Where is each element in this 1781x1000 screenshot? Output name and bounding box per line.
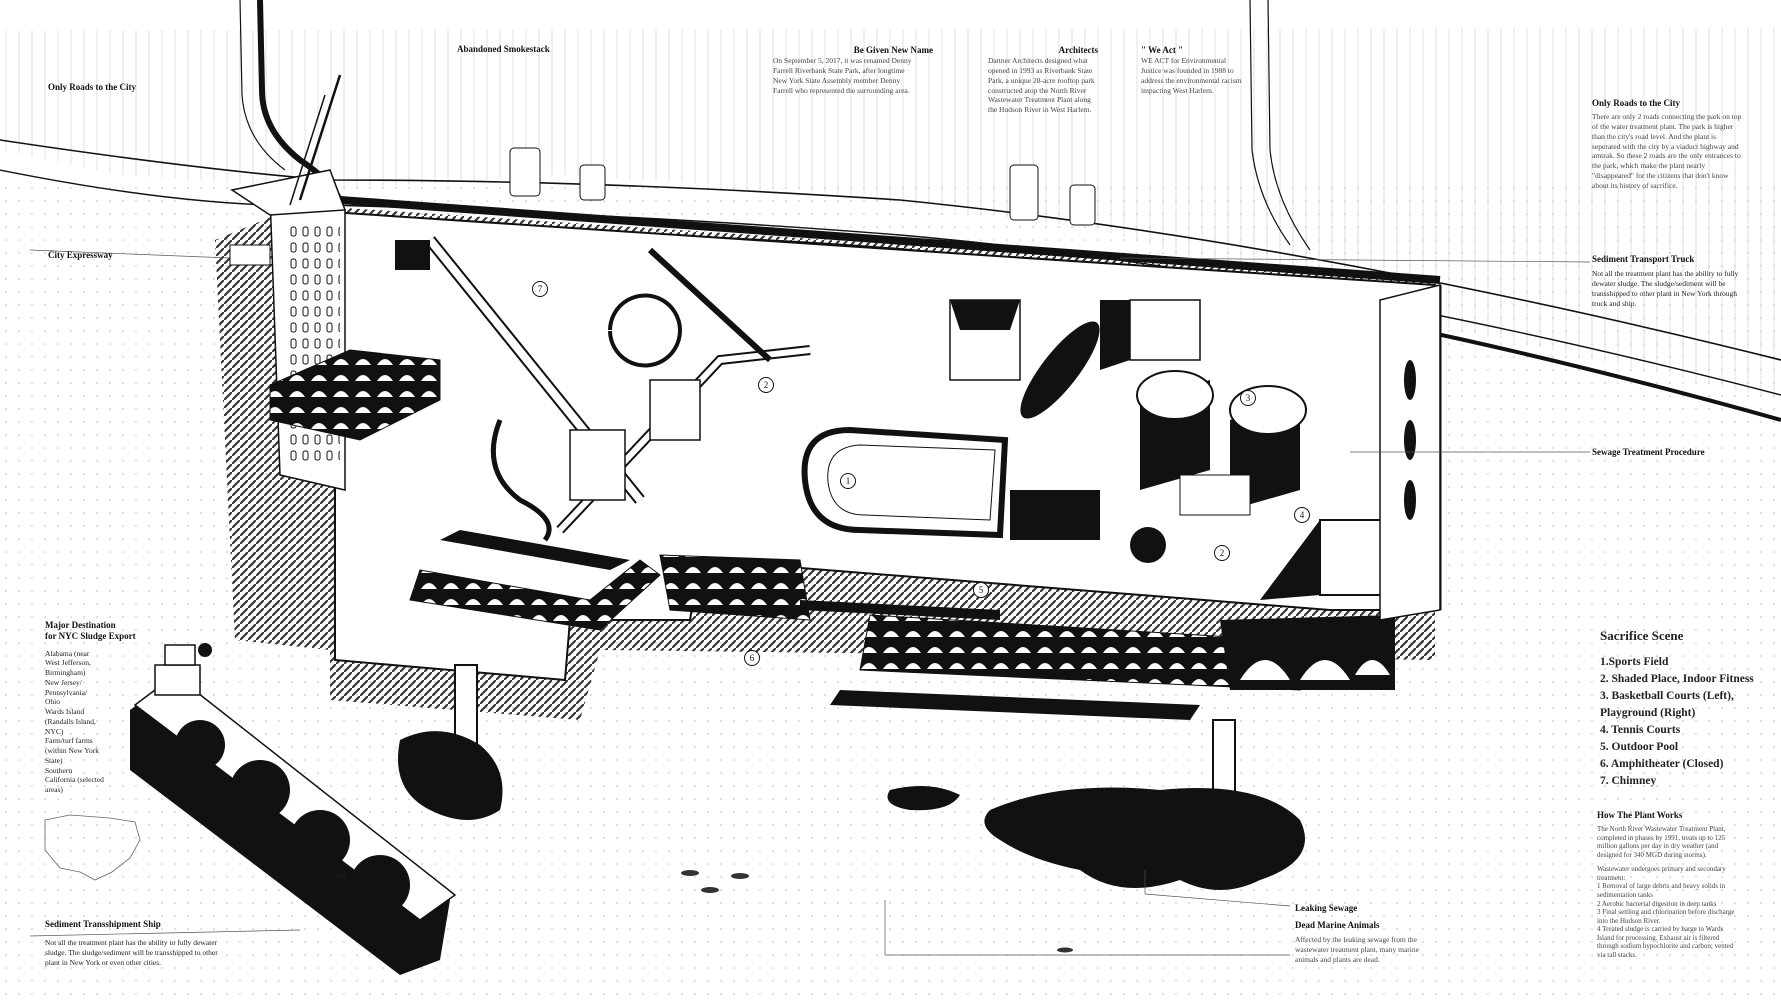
scene-number-2: 2	[758, 377, 774, 393]
ship-body: Not all the treatment plant has the abil…	[45, 938, 218, 967]
circle-plaza	[608, 293, 682, 368]
plant-works-body: The North River Wastewater Treatment Pla…	[1597, 825, 1735, 959]
platform-rim	[339, 196, 1441, 284]
sacrifice-item: 2. Shaded Place, Indoor Fitness	[1600, 673, 1754, 686]
ship-mark: BS	[336, 872, 346, 881]
pool-edge	[800, 600, 1000, 620]
us-map-outline	[44, 814, 141, 881]
sacrifice-item: 5. Outdoor Pool	[1600, 741, 1679, 754]
arcade-block-center	[659, 554, 811, 621]
sediment-ship	[130, 643, 457, 975]
sewage-procedure-label: Sewage Treatment Procedure	[1592, 447, 1705, 457]
dead-animals-title: Dead Marine Animals	[1295, 920, 1380, 930]
road-curve-left-inner	[239, 0, 286, 171]
curved-path	[490, 419, 552, 542]
smokestack-2	[289, 94, 326, 206]
sediment-truck-note: Sediment Transport Truck Not all the tre…	[1592, 254, 1762, 308]
sacrifice-item: 6. Amphitheater (Closed)	[1600, 758, 1724, 771]
sediment-truck-body: Not all the treatment plant has the abil…	[1592, 269, 1739, 308]
scene-number-4: 4	[1294, 507, 1310, 523]
only-roads-right-note: Only Roads to the City There are only 2 …	[1592, 98, 1752, 190]
sacrifice-list: 1.Sports Field 2. Shaded Place, Indoor F…	[1600, 654, 1775, 790]
plant-works-panel: How The Plant Works The North River Wast…	[1597, 810, 1772, 959]
leader-lines	[29, 249, 1591, 956]
sacrifice-title: Sacrifice Scene	[1600, 628, 1684, 643]
end-arch-2	[1404, 420, 1416, 460]
sacrifice-item: 1.Sports Field	[1600, 656, 1669, 669]
ramp-3	[647, 247, 773, 363]
end-arch-3	[1404, 480, 1416, 520]
new-name-title: Be Given New Name	[853, 45, 933, 55]
arcade-block-long2	[830, 690, 1200, 720]
arcade-block-mid2	[440, 530, 630, 570]
big-arch-3	[1355, 660, 1390, 675]
block-mid-1-dark	[950, 300, 1020, 330]
scene-number-5: 5	[973, 582, 989, 598]
scene-number-7: 7	[532, 281, 548, 297]
sediment-truck-title: Sediment Transport Truck	[1592, 254, 1695, 264]
only-roads-right-body: There are only 2 roads connecting the pa…	[1592, 112, 1742, 190]
big-arch-2	[1300, 660, 1350, 680]
dead-fish	[681, 870, 1073, 953]
sacrifice-item: 7. Chimney	[1600, 775, 1657, 788]
block-right-1	[1129, 299, 1201, 361]
arcade-block-left	[269, 349, 441, 441]
sewage-leak-big	[984, 787, 1305, 890]
new-name-note: Be Given New Name On September 5, 2017, …	[773, 45, 933, 95]
city-expressway-label: City Expressway	[48, 250, 113, 260]
only-roads-left-label: Only Roads to the City	[48, 82, 137, 92]
smokestack	[298, 74, 342, 201]
tennis-courts	[1179, 474, 1251, 516]
arcade-block-mid	[409, 559, 661, 631]
sacrifice-item: 3. Basketball Courts (Left),	[1600, 690, 1734, 703]
sacrifice-item: 4. Tennis Courts	[1600, 724, 1681, 737]
plant-works-title: How The Plant Works	[1597, 810, 1683, 820]
leaking-sewage-label: Leaking Sewage	[1295, 903, 1358, 913]
sewage-leak-left	[398, 731, 503, 820]
road-curve-right	[1249, 0, 1291, 246]
scene-number-3: 3	[1240, 390, 1256, 406]
sacrifice-scene-panel: Sacrifice Scene 1.Sports Field 2. Shaded…	[1600, 628, 1775, 790]
dead-animals-note: Dead Marine Animals Affected by the leak…	[1295, 920, 1445, 965]
tower-roof	[230, 169, 347, 216]
block-left-2	[649, 379, 701, 441]
only-roads-right-title: Only Roads to the City	[1592, 98, 1681, 108]
new-name-body: On September 5, 2017, it was renamed Den…	[773, 56, 912, 95]
ship-note: Sediment Transshipment Ship Not all the …	[45, 919, 265, 968]
sports-field-inner	[827, 444, 996, 521]
city-line-field	[0, 28, 1781, 400]
architects-note: Architects Dattner Architects designed w…	[988, 45, 1098, 115]
block-right-1-dark	[1100, 300, 1130, 370]
scene-number-1: 1	[840, 473, 856, 489]
stair-block	[1010, 490, 1100, 540]
we-act-title: " We Act "	[1141, 45, 1184, 55]
ship-title: Sediment Transshipment Ship	[45, 919, 161, 929]
sacrifice-item: Playground (Right)	[1600, 707, 1696, 720]
scene-number-6: 6	[744, 650, 760, 666]
big-arch-1	[1240, 660, 1290, 680]
road-curve-right-2	[1267, 0, 1311, 251]
end-arch-1	[1404, 360, 1416, 400]
scene-number-2b: 2	[1214, 545, 1230, 561]
block-truck-bay-side	[1260, 520, 1320, 600]
architects-title: Architects	[1058, 45, 1098, 55]
abandoned-smokestack-label: Abandoned Smokestack	[457, 44, 550, 54]
sewage-leak-small	[887, 786, 960, 811]
trucks	[229, 147, 1096, 270]
block-left-1	[569, 429, 626, 501]
